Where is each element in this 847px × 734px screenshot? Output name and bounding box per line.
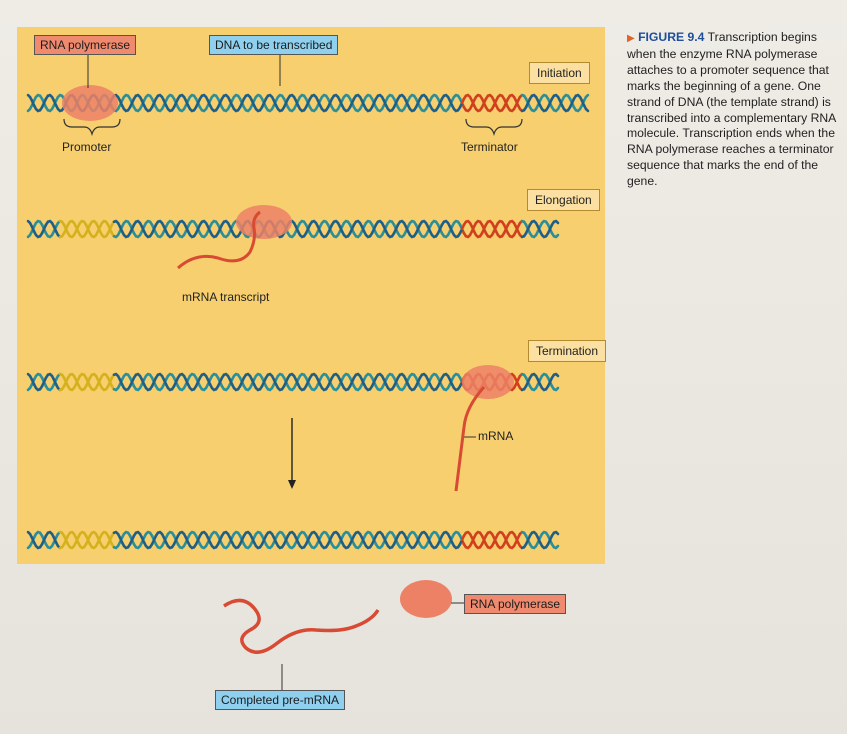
dna-to-be-transcribed-label: DNA to be transcribed [209,35,339,55]
dna-helix-elongation [26,219,560,239]
dna-strand-b-segment [584,107,590,113]
promoter-label: Promoter [62,140,112,154]
stage-initiation-label: Initiation [529,62,590,84]
figure-number: FIGURE 9.4 [638,30,705,44]
dna-helix-termination [26,372,560,392]
dna-helices [26,93,590,550]
completed-pre-mrna-label: Completed pre-mRNA [215,690,346,710]
rna-polymerase-label: RNA polymerase [34,35,137,55]
diagram-panel [17,27,605,564]
stage-elongation-label: Elongation [527,189,600,211]
terminator-brace [465,118,523,137]
rna-polymerase-released [400,580,452,618]
caption-arrow-icon: ▶ [627,33,635,44]
terminator-label: Terminator [461,140,518,154]
mrna-label: mRNA [478,429,514,443]
stage-termination-label: Termination [528,340,607,362]
down-arrow-head [288,480,296,489]
dna-strand-b-segment [554,219,560,225]
rna-polymerase-initiation [62,85,118,121]
dna-strand-b-segment [554,530,560,536]
promoter-brace [63,118,121,137]
dna-strand-a-segment [554,233,560,239]
completed-pre-mrna-strand [223,598,380,654]
rna-polymerase-termination [462,365,514,399]
mrna-transcript-label: mRNA transcript [182,290,270,304]
mrna-strand-termination [454,385,486,492]
figure-caption: ▶ FIGURE 9.4 Transcription begins when t… [627,30,837,190]
dna-strand-b-segment [554,372,560,378]
dna-strand-a-segment [584,93,590,99]
dna-strand-a-segment [554,386,560,392]
rna-polymerase-elongation [236,205,292,239]
dna-strand-a-segment [554,544,560,550]
mrna-transcript-strand [177,210,261,270]
dna-helix-completed [26,530,560,550]
caption-text: Transcription begins when the enzyme RNA… [627,30,836,189]
rna-polymerase-released-label: RNA polymerase [464,594,567,614]
